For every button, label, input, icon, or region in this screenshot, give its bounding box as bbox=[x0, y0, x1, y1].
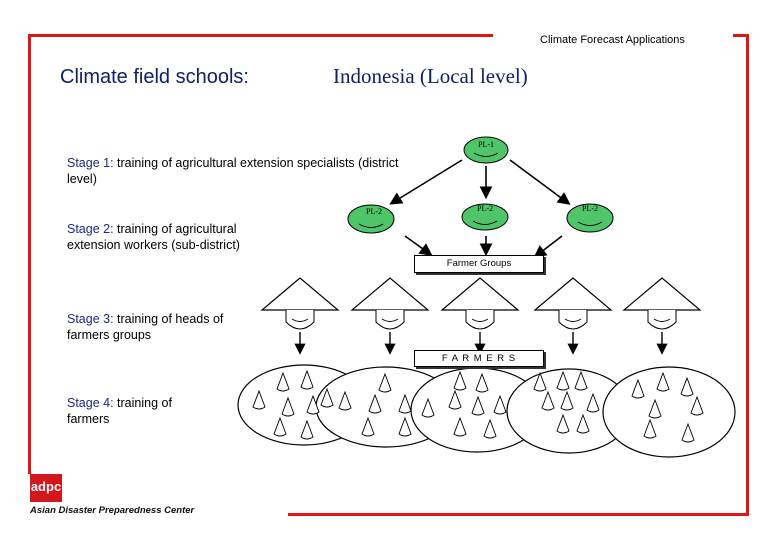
farmer-cone-16 bbox=[453, 370, 467, 391]
farmer-cone-18 bbox=[448, 389, 462, 410]
farmer-cone-23 bbox=[533, 371, 547, 392]
farmer-cone-26 bbox=[541, 390, 555, 411]
pl-1-label: PL-1 bbox=[478, 140, 494, 149]
farmer-cone-21 bbox=[453, 416, 467, 437]
farmer-cone-27 bbox=[560, 390, 574, 411]
farmer-cone-20 bbox=[493, 394, 507, 415]
farmer-cone-22 bbox=[483, 418, 497, 439]
farmer-cone-31 bbox=[631, 378, 645, 399]
farmer-cone-6 bbox=[273, 416, 287, 437]
farmer-cone-5 bbox=[306, 394, 320, 415]
farmers-box: F A R M E R S bbox=[414, 350, 544, 367]
farmer-cone-35 bbox=[690, 395, 704, 416]
group-head-1 bbox=[260, 277, 340, 355]
arrow-pl1-right bbox=[509, 159, 571, 205]
farmer-cone-19 bbox=[471, 395, 485, 416]
adpc-logo-mark: adpc bbox=[30, 474, 62, 502]
top-right-red-rule bbox=[733, 34, 749, 37]
group-head-3 bbox=[440, 277, 520, 355]
farmer-groups-box: Farmer Groups bbox=[414, 255, 544, 273]
pl-2-label-center: PL-2 bbox=[477, 204, 493, 213]
top-left-red-rule bbox=[28, 34, 493, 37]
pl-2-node-right: PL-2 bbox=[566, 203, 614, 233]
bottom-red-rule bbox=[288, 513, 749, 516]
farmer-cone-1 bbox=[276, 371, 290, 392]
farmer-cone-10 bbox=[368, 393, 382, 414]
adpc-logo-name: Asian Disaster Preparedness Center bbox=[30, 505, 195, 516]
pl-2-node-left: PL-2 bbox=[347, 204, 395, 234]
stage-4-desc: training of farmers bbox=[67, 396, 172, 426]
farmer-cone-11 bbox=[361, 416, 375, 437]
group-head-4 bbox=[533, 277, 613, 355]
group-head-5 bbox=[622, 277, 702, 355]
farmer-cone-24 bbox=[556, 370, 570, 391]
pl-2-label-left: PL-2 bbox=[366, 207, 382, 216]
stage-1-desc: training of agricultural extension speci… bbox=[67, 156, 399, 186]
farmer-cone-25 bbox=[574, 370, 588, 391]
stage-2-desc: training of agricultural extension worke… bbox=[67, 222, 240, 252]
farmer-cone-7 bbox=[300, 419, 314, 440]
stage-4-label: Stage 4: bbox=[67, 396, 114, 410]
arrow-left-to-groups bbox=[404, 235, 433, 256]
farmer-cone-29 bbox=[556, 413, 570, 434]
farmer-cone-3 bbox=[252, 389, 266, 410]
stage-2-text: Stage 2: training of agricultural extens… bbox=[67, 221, 287, 253]
farmer-cone-34 bbox=[648, 398, 662, 419]
farmer-cone-37 bbox=[681, 422, 695, 443]
farmer-cone-8 bbox=[320, 387, 334, 408]
farmer-cone-17 bbox=[475, 372, 489, 393]
slide-subtitle: Indonesia (Local level) bbox=[333, 64, 528, 88]
farmer-cone-13 bbox=[398, 393, 412, 414]
stage-3-label: Stage 3: bbox=[67, 312, 114, 326]
farmer-cone-9 bbox=[338, 390, 352, 411]
farmer-cone-15 bbox=[421, 397, 435, 418]
group-heads bbox=[260, 277, 702, 355]
farmer-cone-33 bbox=[680, 376, 694, 397]
farmer-cone-14 bbox=[398, 416, 412, 437]
group-head-2 bbox=[350, 277, 430, 355]
farmer-cones bbox=[252, 369, 704, 443]
farmer-cone-28 bbox=[586, 392, 600, 413]
stage-4-text: Stage 4: training of farmers bbox=[67, 395, 207, 427]
stage-1-text: Stage 1: training of agricultural extens… bbox=[67, 155, 427, 187]
arrow-pl1-left bbox=[389, 159, 463, 205]
farmer-cone-30 bbox=[576, 413, 590, 434]
farmer-cone-12 bbox=[378, 372, 392, 393]
farmer-cone-2 bbox=[300, 369, 314, 390]
farmer-cone-36 bbox=[643, 418, 657, 439]
stage-1-label: Stage 1: bbox=[67, 156, 114, 170]
farmer-cone-4 bbox=[281, 396, 295, 417]
right-red-rule bbox=[746, 34, 749, 516]
pl-2-label-right: PL-2 bbox=[582, 204, 598, 213]
slide-title: Climate field schools: bbox=[60, 66, 249, 88]
pl-2-node-center: PL-2 bbox=[461, 203, 509, 231]
arrow-right-to-groups bbox=[533, 235, 563, 258]
left-red-rule bbox=[28, 34, 31, 474]
farmer-cone-32 bbox=[656, 371, 670, 392]
stage-2-label: Stage 2: bbox=[67, 222, 114, 236]
pl-1-node: PL-1 bbox=[463, 136, 509, 164]
stage-3-desc: training of heads of farmers groups bbox=[67, 312, 224, 342]
stage-3-text: Stage 3: training of heads of farmers gr… bbox=[67, 311, 267, 343]
slide-header: Climate Forecast Applications bbox=[540, 34, 685, 46]
